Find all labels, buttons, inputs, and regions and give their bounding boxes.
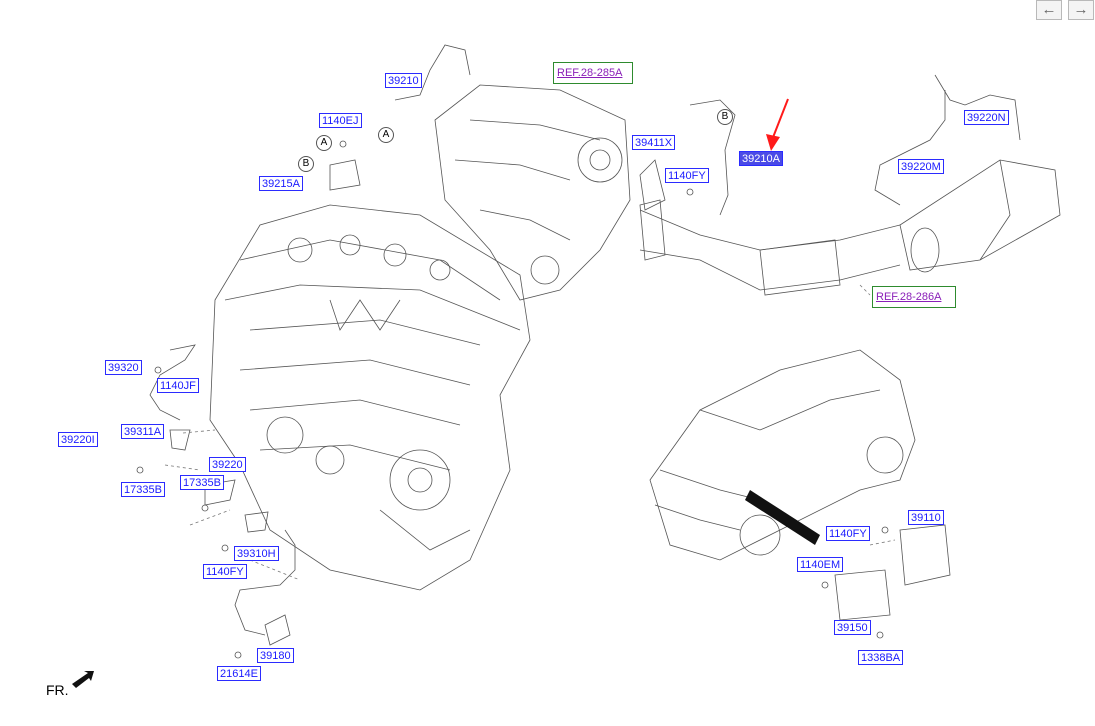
part-39311a[interactable]: 39311A [121,424,165,439]
vehicle-illustration [649,349,916,561]
callout-b-2: B [717,109,733,125]
part-1140fy-ecu[interactable]: 1140FY [826,526,870,541]
ref-28-286a[interactable]: REF.28-286A [872,286,956,308]
part-39310h[interactable]: 39310H [234,546,279,561]
part-39210[interactable]: 39210 [385,73,422,88]
ecu-location-arrow [745,490,820,545]
engine-block [209,204,531,591]
part-39150[interactable]: 39150 [834,620,871,635]
callout-a-1: A [316,135,332,151]
part-21614e[interactable]: 21614E [217,666,261,681]
part-1140jf[interactable]: 1140JF [157,378,199,393]
part-17335b-mid[interactable]: 17335B [180,475,224,490]
back-button[interactable]: ← [1036,0,1062,20]
exhaust-downpipe [639,159,1061,296]
part-1338ba[interactable]: 1338BA [858,650,904,665]
part-39215a[interactable]: 39215A [259,176,303,191]
front-direction-label: FR. [46,682,69,698]
leader-lines [164,284,896,581]
turbo-manifold [434,84,631,301]
part-1140ej[interactable]: 1140EJ [319,113,362,128]
small-parts [169,159,951,646]
ref-28-285a[interactable]: REF.28-285A [553,62,633,84]
part-39220m[interactable]: 39220M [898,159,944,174]
part-39320[interactable]: 39320 [105,360,142,375]
forward-button[interactable]: → [1068,0,1094,20]
front-direction-arrow [72,671,94,688]
part-39220i[interactable]: 39220I [58,432,98,447]
part-1140fy-top[interactable]: 1140FY [665,168,709,183]
callout-a-2: A [378,127,394,143]
bolts [136,140,889,659]
red-pointer-arrow [766,98,789,151]
arrow-right-icon: → [1073,1,1089,18]
part-39411x[interactable]: 39411X [632,135,676,150]
part-39220n[interactable]: 39220N [964,110,1009,125]
part-39110[interactable]: 39110 [908,510,944,525]
callout-b-1: B [298,156,314,172]
part-1140fy-low[interactable]: 1140FY [203,564,247,579]
part-39210a-selected[interactable]: 39210A [739,151,783,166]
arrow-left-icon: ← [1041,1,1057,18]
part-1140em[interactable]: 1140EM [797,557,844,572]
part-39180[interactable]: 39180 [257,648,294,663]
part-39220[interactable]: 39220 [209,457,246,472]
part-17335b-left[interactable]: 17335B [121,482,165,497]
sensor-wires [149,44,1021,636]
